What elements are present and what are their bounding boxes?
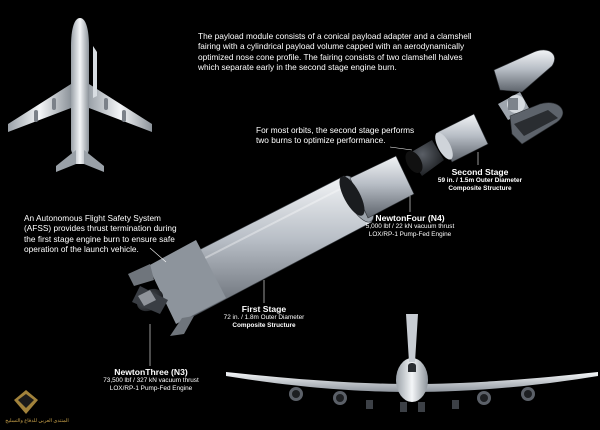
fairing-half-upper xyxy=(493,49,555,93)
label-line: 72 in. / 1.8m Outer Diameter xyxy=(223,314,305,321)
label-title: First Stage xyxy=(241,304,287,314)
newton-four-label: NewtonFour (N4) 5,000 lbf / 22 kN vacuum… xyxy=(360,213,460,239)
payload-caption-line: which separate early in the second stage… xyxy=(198,62,397,73)
label-title: NewtonThree (N3) xyxy=(114,367,188,377)
second-stage xyxy=(435,113,489,163)
label-line: LOX/RP-1 Pump-Fed Engine xyxy=(368,231,452,238)
label-line: 5,000 lbf / 22 kN vacuum thrust xyxy=(365,223,455,230)
payload-caption: The payload module consists of a conical… xyxy=(198,31,528,73)
orbits-caption-line: For most orbits, the second stage perfor… xyxy=(256,125,415,135)
newton-four-engine xyxy=(405,140,444,176)
label-line: Composite Structure xyxy=(448,185,512,192)
second-stage-label: Second Stage 59 in. / 1.5m Outer Diamete… xyxy=(430,167,530,193)
payload-caption-line: fairing with a cylindrical payload volum… xyxy=(198,41,465,52)
afss-caption-line: (AFSS) provides thrust termination durin… xyxy=(24,223,177,234)
label-line: LOX/RP-1 Pump-Fed Engine xyxy=(109,385,193,392)
interstage xyxy=(339,155,415,219)
payload-caption-line: optimized nose cone profile. The fairing… xyxy=(198,51,463,62)
label-line: Composite Structure xyxy=(232,322,296,329)
newton-three-label: NewtonThree (N3) 73,500 lbf / 327 kN vac… xyxy=(94,367,208,393)
orbits-caption: For most orbits, the second stage perfor… xyxy=(256,125,456,146)
watermark-text: المنتدى العربي للدفاع والتسليح xyxy=(5,418,69,424)
afss-caption-line: operation of the launch vehicle. xyxy=(24,244,139,255)
label-line: 73,500 lbf / 327 kN vacuum thrust xyxy=(103,377,199,384)
afss-caption: An Autonomous Flight Safety System (AFSS… xyxy=(24,213,214,255)
carrier-aircraft-front-view xyxy=(226,314,598,412)
afss-caption-line: An Autonomous Flight Safety System xyxy=(24,213,161,223)
payload-caption-line: The payload module consists of a conical… xyxy=(198,31,472,41)
first-stage-label: First Stage 72 in. / 1.8m Outer Diameter… xyxy=(214,304,314,330)
carrier-aircraft-top-view xyxy=(8,18,152,172)
leader-lines xyxy=(149,146,479,366)
newton-three-engine xyxy=(128,240,226,336)
fairing-half-lower xyxy=(509,102,564,145)
afss-caption-line: the first stage engine burn to ensure sa… xyxy=(24,233,175,244)
orbits-caption-line: two burns to optimize performance. xyxy=(256,135,386,146)
label-title: NewtonFour (N4) xyxy=(375,213,445,223)
watermark-logo xyxy=(14,390,38,414)
label-line: 59 in. / 1.5m Outer Diameter xyxy=(437,177,523,184)
label-title: Second Stage xyxy=(451,167,509,177)
